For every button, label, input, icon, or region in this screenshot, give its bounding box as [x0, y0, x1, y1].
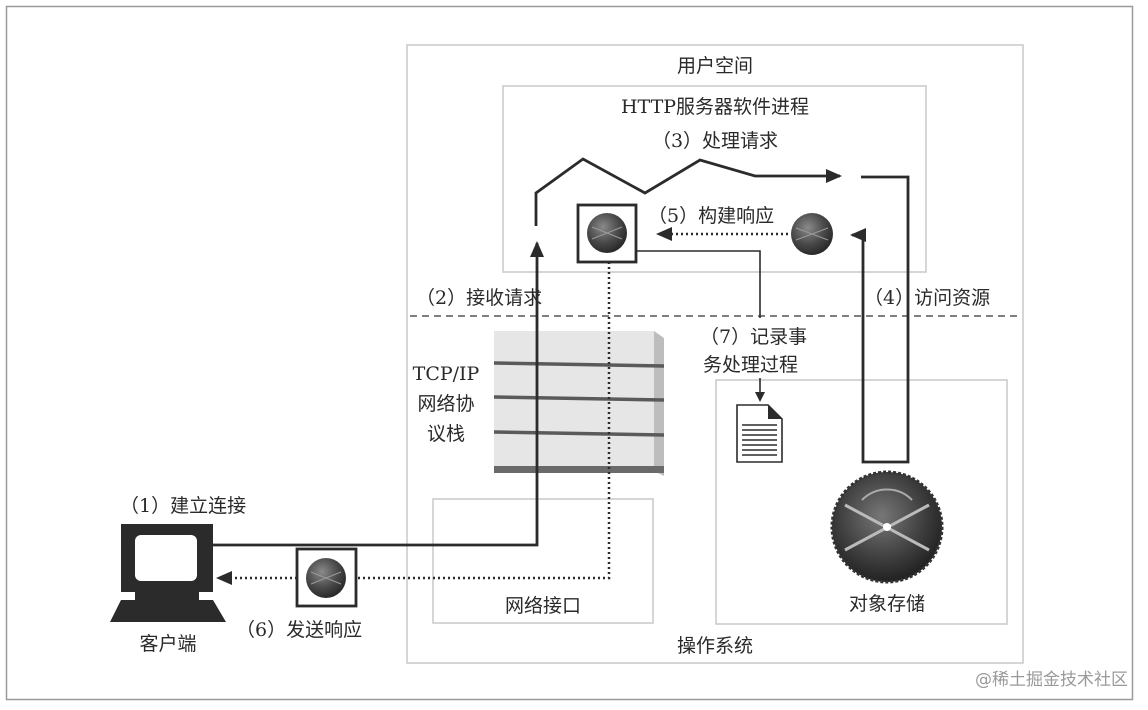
step-7-label-line-1: （7）记录事	[700, 326, 807, 348]
sent-response-globe-icon	[295, 547, 358, 608]
step-3-label: （3）处理请求	[652, 130, 778, 152]
object-storage-box	[715, 379, 1008, 625]
network-interface-label: 网络接口	[505, 595, 581, 617]
response-globe-icon	[576, 203, 638, 264]
request-path-arrow	[213, 241, 544, 547]
tcpip-stack-icon	[493, 331, 665, 476]
network-interface-box	[432, 498, 654, 624]
client-computer-icon	[110, 524, 226, 622]
log-transaction-arrow	[636, 250, 761, 318]
client-label: 客户端	[139, 633, 196, 655]
outer-frame	[5, 5, 1134, 701]
tcpip-label-line-2: 网络协	[417, 393, 474, 415]
http-process-box	[502, 85, 927, 273]
watermark: @稀土掘金技术社区	[975, 670, 1128, 690]
process-request-arrow	[534, 157, 842, 226]
storage-disk-icon	[830, 470, 944, 584]
user-space-label: 用户空间	[677, 55, 753, 77]
tcpip-label-line-3: 议栈	[427, 423, 465, 445]
step-4-label: （4）访问资源	[864, 287, 990, 309]
step-7-label-line-2: 务处理过程	[703, 354, 798, 376]
step-2-label: （2）接收请求	[416, 287, 542, 309]
step-1-label: （1）建立连接	[120, 495, 246, 517]
resource-globe-icon	[791, 213, 833, 255]
step-5-label: （5）构建响应	[648, 205, 774, 227]
object-storage-label: 对象存储	[849, 593, 925, 615]
step-6-label: （6）发送响应	[236, 619, 362, 641]
tcpip-label-line-1: TCP/IP	[413, 363, 480, 385]
send-response-path	[356, 262, 611, 580]
log-document-icon	[736, 404, 783, 463]
http-process-label: HTTP服务器软件进程	[621, 96, 809, 118]
operating-system-label: 操作系统	[677, 635, 753, 657]
access-resource-path	[850, 175, 910, 464]
system-box	[406, 44, 1024, 664]
